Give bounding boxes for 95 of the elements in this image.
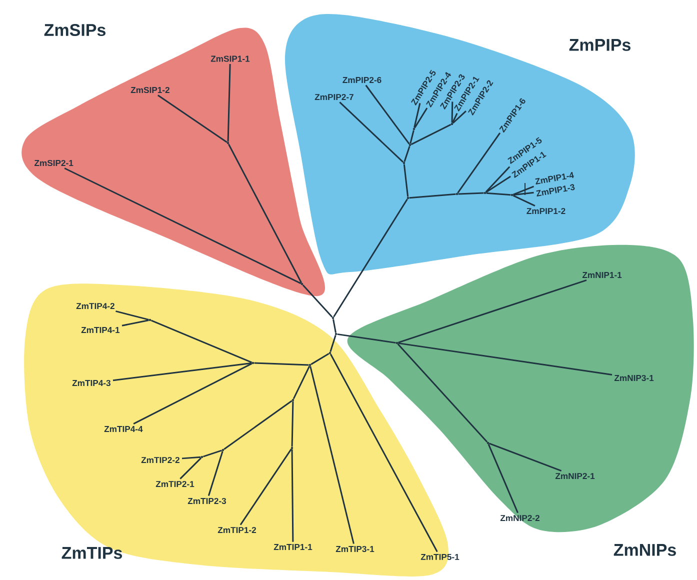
leaf-label: ZmTIP2-2: [141, 457, 180, 463]
branch-line: [208, 451, 224, 496]
branch-line: [403, 164, 409, 197]
branch-point: [226, 142, 230, 144]
branch-line: [404, 146, 410, 162]
branch-point: [148, 318, 152, 322]
branch-line: [337, 333, 396, 344]
branch-line: [224, 400, 292, 450]
branch-point: [200, 456, 204, 458]
branch-line: [414, 103, 421, 128]
branch-point: [408, 144, 412, 146]
branch-line: [112, 362, 252, 382]
branch-line: [398, 342, 612, 376]
branch-line: [150, 320, 252, 364]
leaf-label: ZmTIP4-2: [76, 303, 114, 309]
branch-point: [510, 194, 514, 196]
branch-point: [402, 162, 406, 164]
branch-line: [133, 362, 252, 424]
branch-line: [485, 166, 510, 193]
leaf-label: ZmPIP2-7: [314, 94, 354, 100]
branch-line: [409, 193, 456, 199]
branch-line: [397, 343, 488, 443]
branch-line: [512, 186, 534, 196]
branch-line: [451, 102, 454, 123]
branch-line: [254, 362, 309, 366]
leaf-label: ZmTIP4-3: [72, 380, 110, 386]
branch-line: [410, 130, 414, 144]
branch-line: [203, 450, 222, 458]
leaf-label: ZmSIP1-2: [130, 86, 170, 94]
branch-line: [227, 64, 231, 142]
leaf-label: ZmTIP2-3: [188, 498, 226, 504]
branch-point: [292, 398, 294, 402]
branch-point: [300, 282, 304, 286]
leaf-label: ZmTIP1-1: [274, 544, 312, 550]
branch-line: [310, 353, 330, 365]
branch-line: [488, 444, 518, 514]
leaf-label: ZmTIP4-4: [104, 426, 143, 432]
branch-line: [310, 366, 354, 544]
branch-line: [182, 456, 201, 460]
branch-line: [452, 110, 466, 124]
branch-line: [488, 442, 562, 472]
branch-point: [450, 122, 454, 126]
branch-line: [512, 194, 536, 206]
branch-point: [222, 448, 224, 452]
branch-line: [330, 335, 336, 352]
branch-line: [330, 354, 438, 552]
branch-line: [291, 401, 294, 447]
leaf-label: ZmPIP2-6: [342, 76, 382, 84]
branch-line: [302, 284, 333, 318]
branch-line: [365, 84, 410, 144]
branch-point: [396, 342, 398, 344]
leaf-label: ZmTIP2-1: [156, 481, 194, 487]
leaf-label: ZmNIP2-1: [555, 473, 595, 479]
branch-point: [412, 128, 416, 130]
branch-line: [458, 192, 484, 195]
node-label: ZmNIPs: [614, 544, 676, 556]
branch-line: [339, 102, 404, 163]
branch-line: [332, 319, 336, 333]
leaf-label: ZmSIP1-1: [210, 56, 250, 62]
branch-line: [240, 448, 292, 526]
branch-line: [513, 192, 534, 196]
branch-line: [398, 279, 587, 344]
branch-line: [486, 192, 511, 196]
branch-line: [157, 94, 228, 143]
branch-point: [328, 352, 332, 354]
leaf-label: ZmTIP1-2: [218, 527, 256, 533]
branch-line: [414, 108, 428, 128]
branch-line: [410, 124, 452, 146]
leaf-label: ZmSIP2-1: [34, 160, 74, 166]
branch-point: [252, 362, 254, 364]
branch-point: [290, 446, 294, 450]
branch-line: [333, 198, 408, 318]
leaf-label: ZmNIP3-1: [614, 374, 654, 382]
branch-point: [308, 364, 312, 366]
branch-point: [332, 316, 334, 320]
branch-line: [228, 144, 302, 284]
branch-line: [452, 112, 458, 124]
leaf-label: ZmTIP4-1: [81, 327, 120, 333]
branch-point: [406, 196, 410, 200]
branch-line: [457, 132, 501, 194]
branch-line: [486, 176, 511, 193]
branch-line: [64, 168, 302, 284]
leaf-label: ZmPIP1-3: [536, 184, 575, 196]
leaf-label: ZmNIP1-1: [582, 272, 622, 278]
branch-point: [456, 192, 458, 196]
branch-point: [334, 332, 338, 336]
branch-line: [291, 449, 294, 542]
branch-line: [292, 366, 310, 400]
branch-point: [484, 192, 486, 194]
branch-line: [116, 310, 149, 320]
branch-line: [180, 457, 202, 480]
leaf-label: ZmTIP3-1: [336, 546, 374, 552]
branch-point: [486, 442, 490, 444]
leaf-label: ZmPIP1-2: [526, 208, 566, 214]
branch-line: [122, 320, 149, 326]
